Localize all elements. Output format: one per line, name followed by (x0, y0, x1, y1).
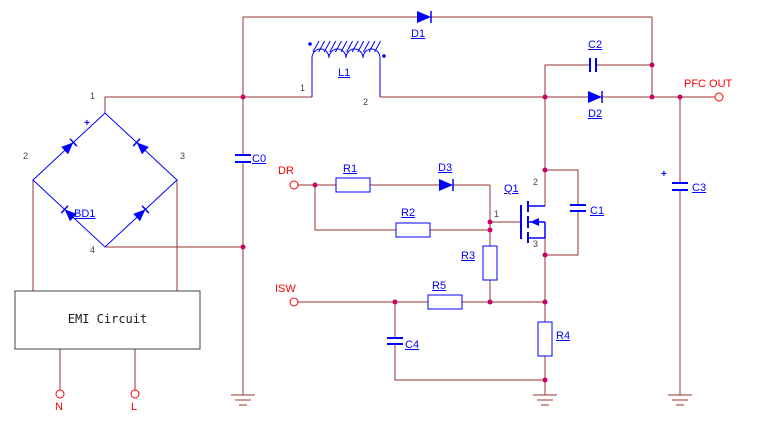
capacitor-c0 (235, 154, 251, 163)
port-label-dr: DR (278, 165, 294, 177)
c3-polarity-mark: + (661, 169, 667, 180)
bd1-pin-1: 1 (90, 91, 96, 101)
l1-pin-1: 1 (300, 83, 306, 93)
bridge-diode (132, 138, 149, 155)
resistor-r1 (335, 177, 371, 193)
mosfet-q1 (520, 201, 546, 243)
bd1-pin-2: 2 (23, 151, 29, 161)
designator-l1: L1 (338, 67, 351, 79)
wire-layer (32, 16, 715, 406)
terminal-n (55, 389, 65, 399)
phasing-dot (308, 42, 312, 46)
q1-pin-gate: 1 (494, 209, 500, 219)
bd1-polarity-mark: + (84, 118, 90, 129)
designator-r2: R2 (401, 207, 416, 219)
bridge-rectifier-bd1 (32, 112, 178, 248)
port-label-pfc-out: PFC OUT (684, 78, 733, 90)
bridge-diode (133, 205, 150, 222)
diode-d1 (417, 11, 432, 23)
core-hatch (312, 40, 382, 53)
designator-c3: C3 (692, 182, 707, 194)
q1-pin-drain: 2 (533, 177, 539, 187)
junction-dots (240, 62, 683, 383)
designator-d3: D3 (438, 162, 453, 174)
terminal-pfc-out (714, 92, 724, 102)
designator-d1: D1 (411, 28, 426, 40)
capacitor-c2 (589, 58, 597, 72)
designator-d2: D2 (588, 108, 603, 120)
bridge-diode (60, 205, 77, 222)
inductor-l1 (308, 40, 386, 97)
diode-d2 (588, 91, 603, 103)
capacitor-c3 (672, 182, 688, 191)
wires (32, 16, 715, 395)
ground-symbols (231, 394, 692, 406)
terminal-dr (289, 180, 299, 190)
designator-r4: R4 (556, 330, 571, 342)
mosfet-arrow (530, 218, 539, 226)
bridge-diode (61, 138, 78, 155)
terminal-l (130, 389, 140, 399)
designator-c2: C2 (588, 39, 603, 51)
terminal-isw (289, 297, 299, 307)
designator-r1: R1 (343, 163, 358, 175)
designator-r3: R3 (461, 250, 476, 262)
designator-q1: Q1 (504, 183, 519, 195)
resistor-r2 (395, 222, 431, 238)
resistor-r4 (537, 321, 553, 357)
capacitor-c1 (570, 204, 586, 212)
bd1-pin-4: 4 (90, 245, 96, 255)
l1-pin-2: 2 (363, 97, 369, 107)
diode-d3 (439, 179, 454, 191)
emi-circuit-block (14, 290, 201, 350)
port-label-l: L (131, 401, 138, 413)
capacitor-c4 (387, 337, 403, 345)
port-label-n: N (55, 401, 63, 413)
port-label-isw: ISW (275, 283, 296, 295)
bd1-pin-3: 3 (180, 151, 186, 161)
designator-c1: C1 (590, 205, 605, 217)
resistor-r3 (482, 245, 498, 281)
resistor-r5 (427, 294, 463, 310)
emi-block-label: EMI Circuit (67, 312, 148, 326)
designator-c4: C4 (405, 339, 420, 351)
designator-r5: R5 (432, 280, 447, 292)
designator-c0: C0 (252, 153, 267, 165)
q1-pin-source: 3 (533, 239, 539, 249)
phasing-dot (382, 54, 386, 58)
designator-bd1: BD1 (74, 208, 96, 220)
